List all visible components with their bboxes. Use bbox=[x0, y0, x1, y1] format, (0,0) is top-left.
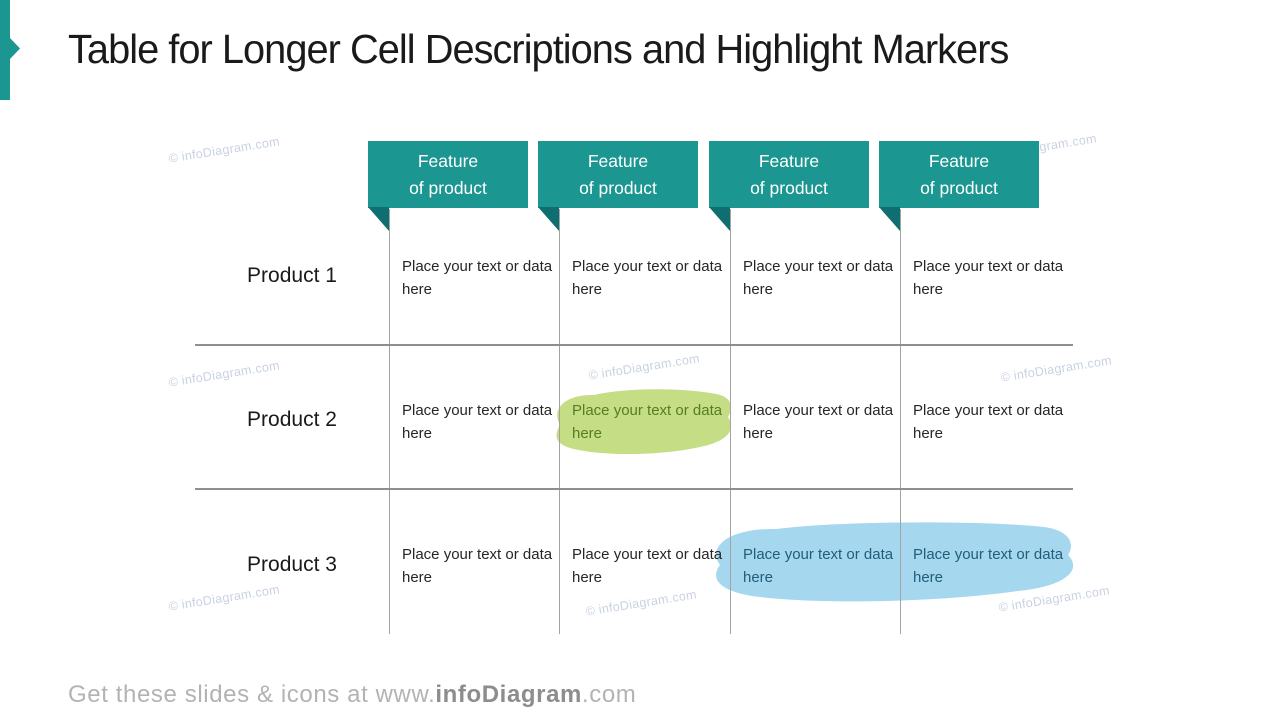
column-header-feature-2: Feature of product bbox=[538, 141, 698, 208]
cell-r2-c4: Place your text or data here bbox=[913, 402, 1064, 442]
cell-r3-c1: Place your text or data here bbox=[402, 546, 553, 586]
watermark: © infoDiagram.com bbox=[167, 358, 281, 390]
cell-r1-c2: Place your text or data here bbox=[572, 258, 723, 298]
cell-r3-c4-highlighted: Place your text or data here bbox=[913, 546, 1064, 586]
page-title: Table for Longer Cell Descriptions and H… bbox=[68, 26, 1009, 72]
green-highlight-marker bbox=[556, 389, 732, 455]
column-header-feature-1: Feature of product bbox=[368, 141, 528, 208]
header-tail-icon bbox=[879, 207, 900, 231]
column-header-feature-4: Feature of product bbox=[879, 141, 1039, 208]
footer-brand: infoDiagram bbox=[435, 681, 582, 708]
column-header-label: Feature of product bbox=[920, 150, 998, 198]
watermark: © infoDiagram.com bbox=[167, 134, 281, 166]
chevron-right-icon bbox=[10, 38, 20, 59]
column-header-label: Feature of product bbox=[579, 150, 657, 198]
footer-prefix: Get these slides & icons at www. bbox=[68, 681, 436, 708]
row-divider bbox=[195, 344, 1073, 346]
watermark: © infoDiagram.com bbox=[587, 351, 701, 383]
column-header-label: Feature of product bbox=[409, 150, 487, 198]
watermark: © infoDiagram.com bbox=[584, 587, 698, 619]
header-tail-icon bbox=[709, 207, 730, 231]
blue-highlight-marker bbox=[716, 522, 1074, 602]
cell-r1-c3: Place your text or data here bbox=[743, 258, 894, 298]
footer-credit-link[interactable]: Get these slides & icons at www.infoDiag… bbox=[68, 681, 636, 709]
footer-suffix: .com bbox=[581, 681, 637, 708]
row-label-product-3: Product 3 bbox=[247, 553, 337, 576]
column-header-feature-3: Feature of product bbox=[709, 141, 869, 208]
row-divider bbox=[195, 488, 1073, 490]
watermark: © infoDiagram.com bbox=[999, 353, 1113, 385]
left-accent-bar bbox=[0, 0, 10, 100]
header-tail-icon bbox=[368, 207, 389, 231]
watermark: © infoDiagram.com bbox=[167, 582, 281, 614]
column-header-label: Feature of product bbox=[750, 150, 828, 198]
row-label-product-2: Product 2 bbox=[247, 408, 337, 431]
header-tail-icon bbox=[538, 207, 559, 231]
column-divider bbox=[900, 209, 901, 634]
cell-r2-c1: Place your text or data here bbox=[402, 402, 553, 442]
column-divider bbox=[730, 209, 731, 634]
cell-r1-c1: Place your text or data here bbox=[402, 258, 553, 298]
cell-r3-c2: Place your text or data here bbox=[572, 546, 723, 586]
row-label-product-1: Product 1 bbox=[247, 264, 337, 287]
cell-r2-c3: Place your text or data here bbox=[743, 402, 894, 442]
cell-r2-c2-highlighted: Place your text or data here bbox=[572, 402, 723, 442]
column-divider bbox=[389, 209, 390, 634]
cell-r3-c3-highlighted: Place your text or data here bbox=[743, 546, 894, 586]
cell-r1-c4: Place your text or data here bbox=[913, 258, 1064, 298]
column-divider bbox=[559, 209, 560, 634]
